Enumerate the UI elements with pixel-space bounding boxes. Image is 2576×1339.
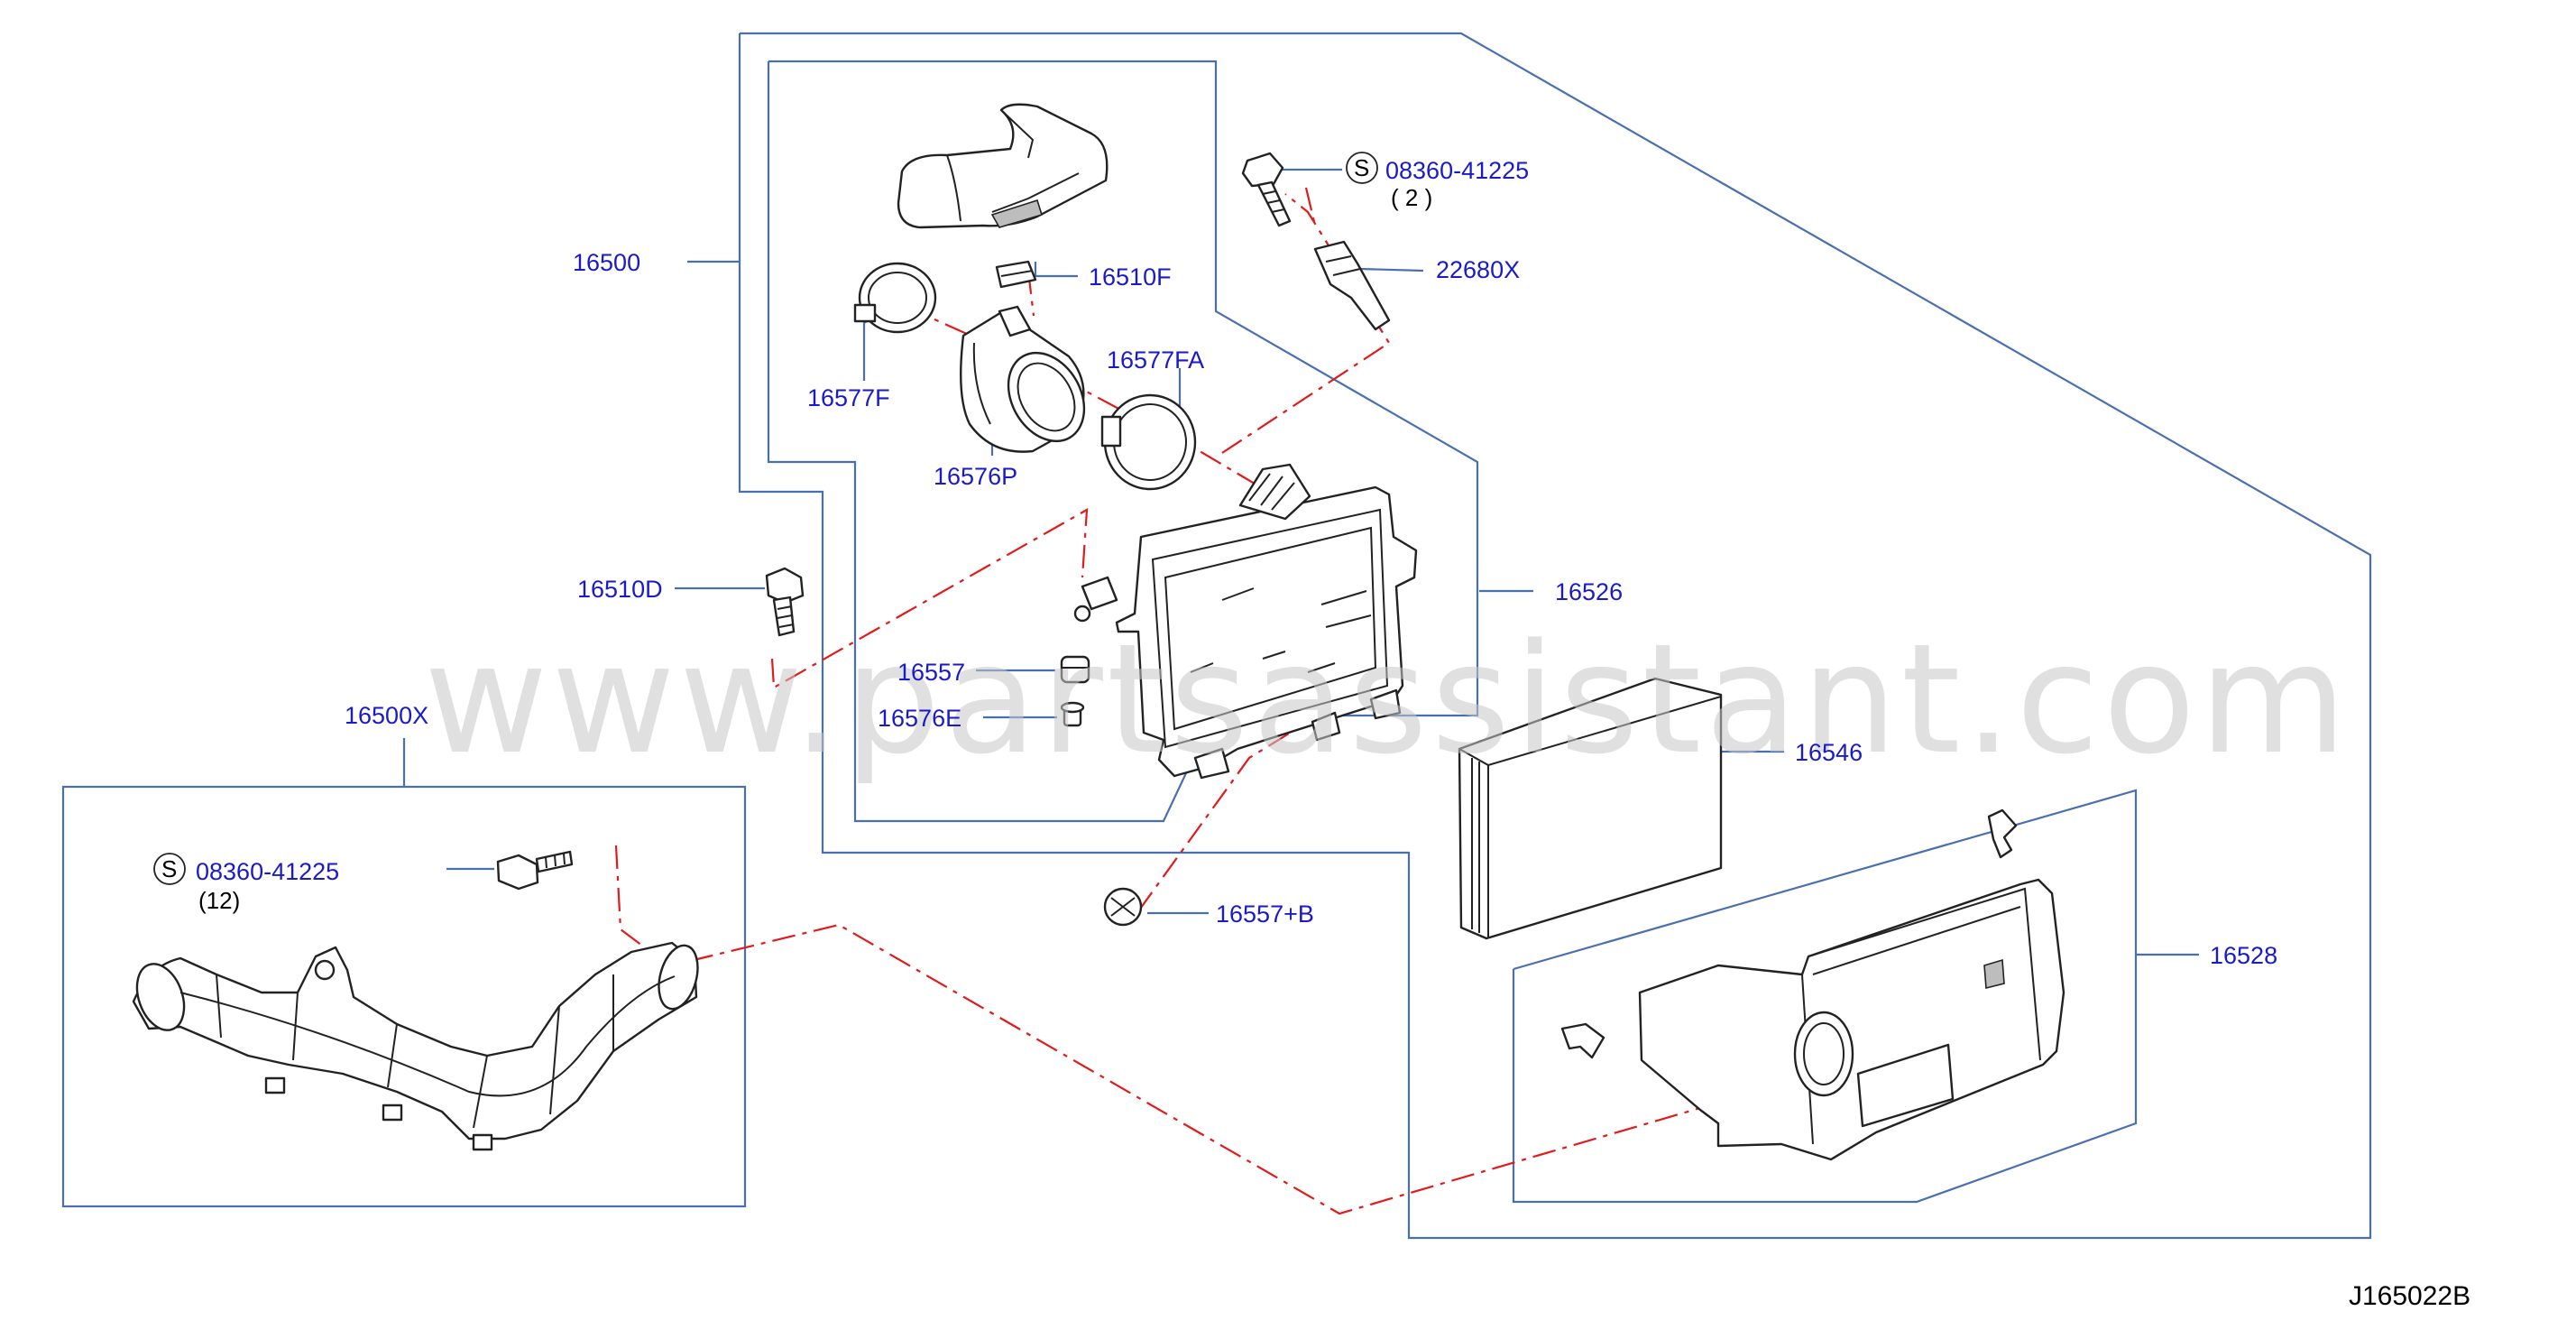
- label-16528[interactable]: 16528: [2210, 942, 2277, 969]
- s-mark-left: S: [153, 853, 186, 885]
- leader-16510F: [1034, 262, 1078, 278]
- dash-16510D: [770, 508, 1089, 689]
- label-16576E[interactable]: 16576E: [878, 705, 961, 732]
- hose-clamp-16577F: [853, 262, 937, 334]
- label-bolt-top[interactable]: 08360-41225: [1385, 157, 1529, 184]
- leader-16577F: [862, 315, 876, 381]
- air-flow-tube-16576P: [960, 305, 1086, 453]
- filter-element-16546: [1458, 677, 1723, 940]
- clamp-16510F: [995, 260, 1037, 289]
- lower-case-16528: [1560, 808, 2065, 1161]
- label-16557[interactable]: 16557: [897, 659, 965, 686]
- collar-16576E: [1060, 701, 1085, 727]
- s-mark-top-letter: S: [1354, 154, 1369, 181]
- parts: [132, 103, 2065, 1161]
- label-16557B[interactable]: 16557+B: [1216, 900, 1314, 928]
- label-bolt-top-qty: ( 2 ): [1391, 184, 1432, 211]
- frame-16500-assembly: [738, 32, 2372, 1240]
- label-16500[interactable]: 16500: [573, 249, 640, 276]
- air-flow-sensor-22680X: [1313, 240, 1391, 331]
- part-labels: 16500 16510F 16577FA 16577F 16576P 22680…: [196, 157, 2277, 969]
- s-mark-top: S: [1346, 152, 1378, 184]
- clip-16557B: [1103, 887, 1143, 927]
- bolt-left: [496, 850, 574, 891]
- watermark: www.partsassistant.com: [424, 611, 2351, 788]
- s-mark-left-letter: S: [161, 855, 177, 882]
- air-inlet-hose: [897, 103, 1109, 229]
- label-16576P[interactable]: 16576P: [934, 463, 1017, 490]
- dash-duct-to-lower: [689, 923, 1818, 1215]
- label-16577FA[interactable]: 16577FA: [1107, 346, 1204, 374]
- dash-duct-to-case: [614, 845, 658, 957]
- upper-case-16526: [1073, 463, 1418, 780]
- leader-22680X: [1359, 267, 1424, 272]
- label-16510F[interactable]: 16510F: [1089, 263, 1172, 291]
- grommet-16557: [1060, 655, 1090, 684]
- label-16510D[interactable]: 16510D: [577, 576, 663, 603]
- label-16546[interactable]: 16546: [1795, 739, 1863, 766]
- dash-bolt-22680: [1304, 187, 1317, 226]
- bolt-16510D: [765, 567, 805, 637]
- air-duct-16500X: [132, 941, 699, 1151]
- bolt-top: [1241, 152, 1292, 227]
- label-16577F[interactable]: 16577F: [807, 384, 890, 411]
- diagram-code: J165022B: [2349, 1281, 2470, 1311]
- hose-clamp-16577FA: [1100, 393, 1197, 491]
- label-16526[interactable]: 16526: [1555, 578, 1623, 605]
- dash-fa-to-22680: [1221, 193, 1391, 454]
- label-bolt-left-qty: (12): [198, 887, 240, 914]
- label-16500X[interactable]: 16500X: [345, 702, 428, 729]
- label-bolt-left[interactable]: 08360-41225: [196, 858, 339, 885]
- label-22680X[interactable]: 22680X: [1436, 256, 1520, 283]
